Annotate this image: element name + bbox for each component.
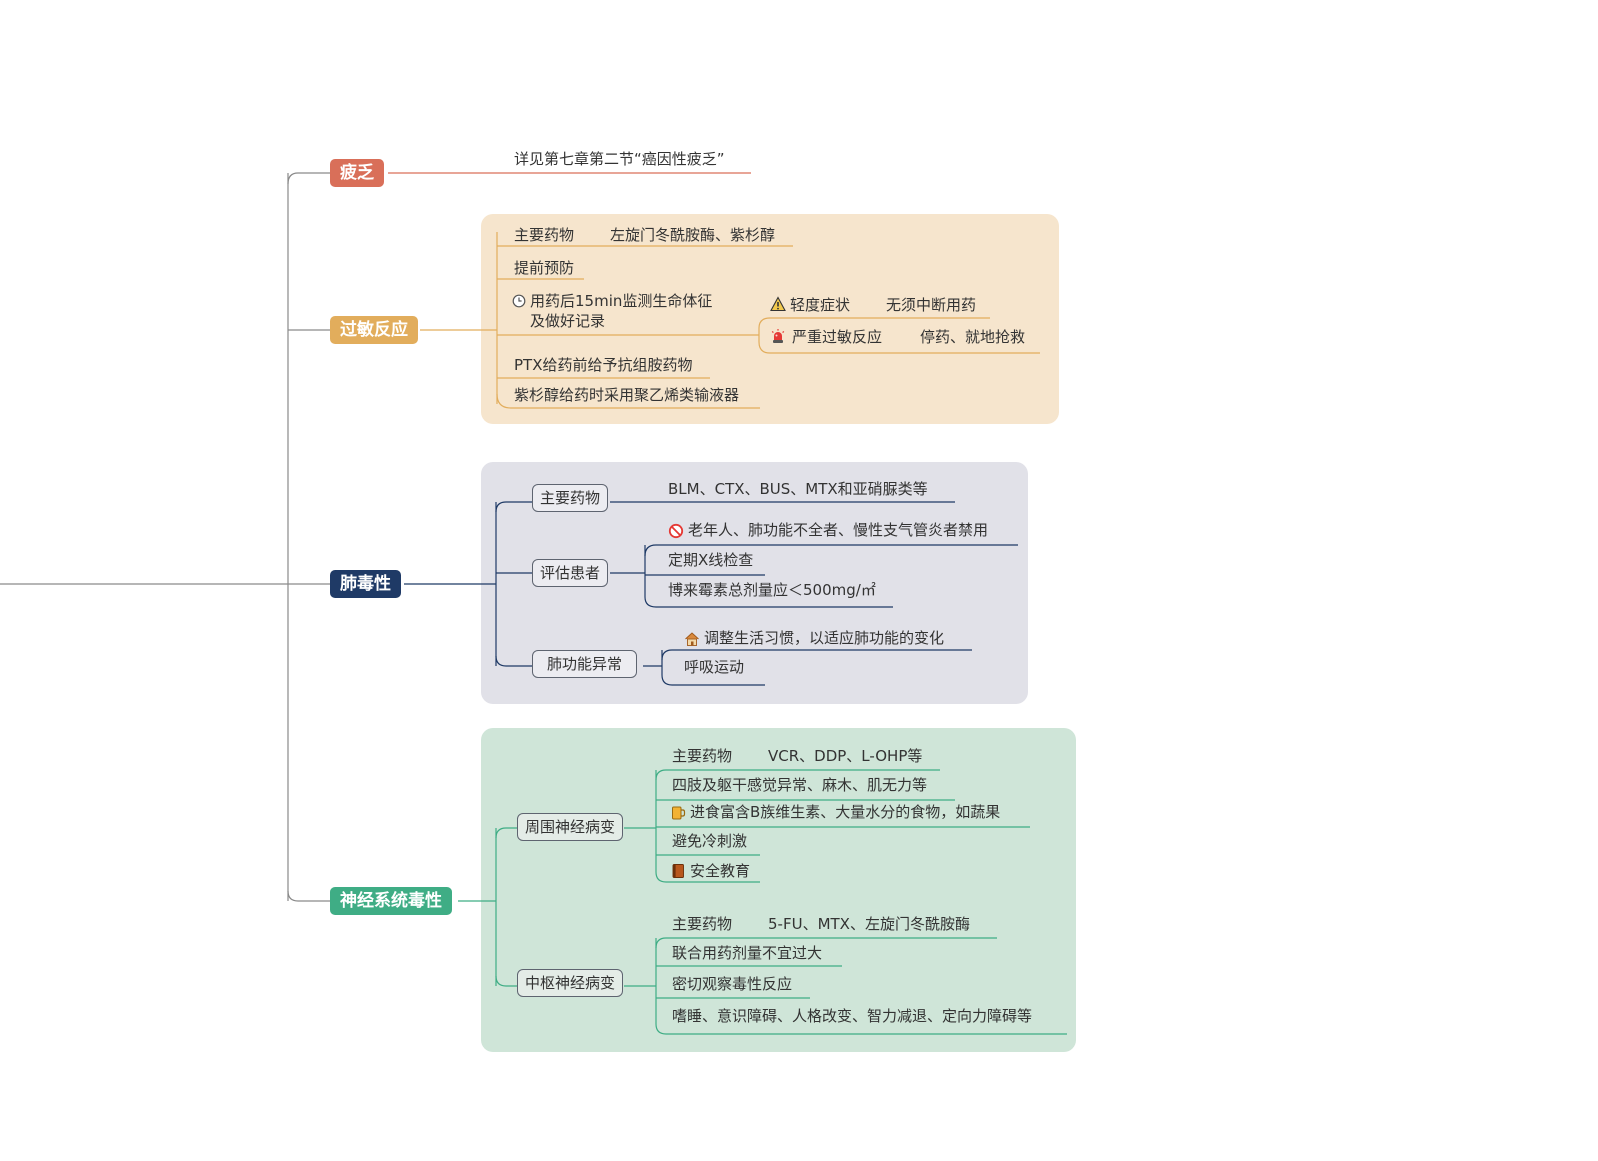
allergy-monitor-line1: 用药后15min监测生命体征 (530, 292, 713, 310)
allergy-monitor-line2: 及做好记录 (530, 312, 606, 330)
lung-drug-value: BLM、CTX、BUS、MTX和亚硝脲类等 (668, 480, 928, 498)
nerve-peripheral-node[interactable]: 周围神经病变 (517, 813, 624, 841)
lung-ban: 老年人、肺功能不全者、慢性支气管炎者禁用 (688, 521, 989, 539)
allergy-severe-value: 停药、就地抢救 (920, 328, 1026, 346)
lung-breath: 呼吸运动 (684, 658, 745, 676)
nerve-central-node[interactable]: 中枢神经病变 (517, 969, 624, 997)
lung-topic[interactable]: 肺毒性 (330, 570, 401, 598)
lung-assess-node[interactable]: 评估患者 (532, 559, 609, 587)
allergy-drug-key: 主要药物 (514, 226, 575, 244)
prohibited-icon (668, 523, 684, 539)
nerve-p-safe: 安全教育 (690, 862, 751, 880)
nerve-c-dose: 联合用药剂量不宜过大 (672, 944, 823, 962)
nerve-c-symptom: 嗜睡、意识障碍、人格改变、智力减退、定向力障碍等 (672, 1007, 1033, 1025)
allergy-mild-value: 无须中断用药 (886, 296, 977, 314)
fatigue-topic[interactable]: 疲乏 (330, 159, 384, 187)
allergy-taxol: 紫杉醇给药时采用聚乙烯类输液器 (514, 386, 740, 404)
allergy-prevent: 提前预防 (514, 259, 575, 277)
book-icon (672, 864, 684, 878)
nerve-p-drug-value: VCR、DDP、L-OHP等 (768, 747, 923, 765)
lung-drug-node[interactable]: 主要药物 (532, 484, 609, 512)
nerve-c-observe: 密切观察毒性反应 (672, 975, 793, 993)
cup-icon (672, 806, 686, 820)
nerve-c-drug-value: 5-FU、MTX、左旋门冬酰胺酶 (768, 915, 970, 933)
lung-dose: 博来霉素总剂量应＜500mg/㎡ (668, 581, 876, 599)
warning-icon (770, 296, 786, 312)
nerve-topic[interactable]: 神经系统毒性 (330, 887, 452, 915)
allergy-panel (481, 214, 1059, 424)
home-icon (685, 632, 699, 646)
allergy-drug-value: 左旋门冬酰胺酶、紫杉醇 (610, 226, 776, 244)
lung-xray: 定期X线检查 (668, 551, 754, 569)
nerve-p-drug-key: 主要药物 (672, 747, 733, 765)
nerve-c-drug-key: 主要药物 (672, 915, 733, 933)
lung-habit: 调整生活习惯，以适应肺功能的变化 (704, 629, 945, 647)
allergy-ptx: PTX给药前给予抗组胺药物 (514, 356, 693, 374)
nerve-p-cold: 避免冷刺激 (672, 832, 748, 850)
allergy-severe-key: 严重过敏反应 (792, 328, 883, 346)
alarm-icon (771, 329, 785, 343)
clock-icon (512, 294, 526, 308)
allergy-topic[interactable]: 过敏反应 (330, 316, 418, 344)
nerve-p-sense: 四肢及躯干感觉异常、麻木、肌无力等 (672, 776, 928, 794)
fatigue-note: 详见第七章第二节“癌因性疲乏” (514, 150, 725, 168)
lung-abnormal-node[interactable]: 肺功能异常 (532, 650, 638, 678)
nerve-p-food: 进食富含B族维生素、大量水分的食物，如蔬果 (690, 803, 1001, 821)
allergy-mild-key: 轻度症状 (790, 296, 851, 314)
